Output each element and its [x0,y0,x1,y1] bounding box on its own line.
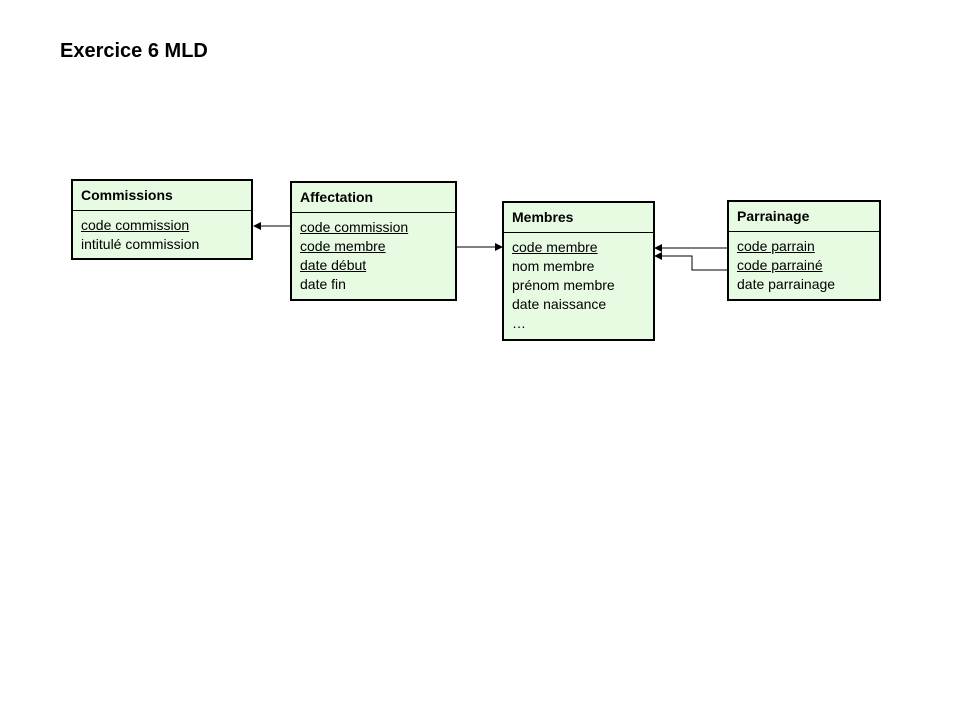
field-prenom-membre: prénom membre [512,277,615,293]
link-parrainage-parraine-to-membres [654,252,727,271]
entity-membres[interactable]: Membres code membre nom membre prénom me… [502,201,655,341]
field-code-membre: code membre [300,238,386,254]
field-code-membre: code membre [512,239,598,255]
entity-name: Affectation [292,183,455,213]
entity-parrainage[interactable]: Parrainage code parrain code parrainé da… [727,200,881,301]
entity-commissions[interactable]: Commissions code commission intitulé com… [71,179,253,260]
entity-name: Parrainage [729,202,879,232]
field-intitule-commission: intitulé commission [81,236,200,252]
field-ellipsis: … [512,315,526,331]
field-list: code membre nom membre prénom membre dat… [504,233,653,333]
field-date-naissance: date naissance [512,296,607,312]
entity-name: Commissions [73,181,251,211]
field-code-commission: code commission [300,219,409,235]
field-date-parrainage: date parrainage [737,276,836,292]
field-code-parrain: code parrain [737,238,815,254]
field-date-debut: date début [300,257,367,273]
page-title: Exercice 6 MLD [60,40,208,62]
field-nom-membre: nom membre [512,258,595,274]
entity-affectation[interactable]: Affectation code commission code membre … [290,181,457,301]
entity-name: Membres [504,203,653,233]
field-code-parraine: code parrainé [737,257,823,273]
field-list: code commission code membre date début d… [292,213,455,294]
field-list: code parrain code parrainé date parraina… [729,232,879,294]
field-code-commission: code commission [81,217,190,233]
field-list: code commission intitulé commission [73,211,251,254]
field-date-fin: date fin [300,276,346,292]
